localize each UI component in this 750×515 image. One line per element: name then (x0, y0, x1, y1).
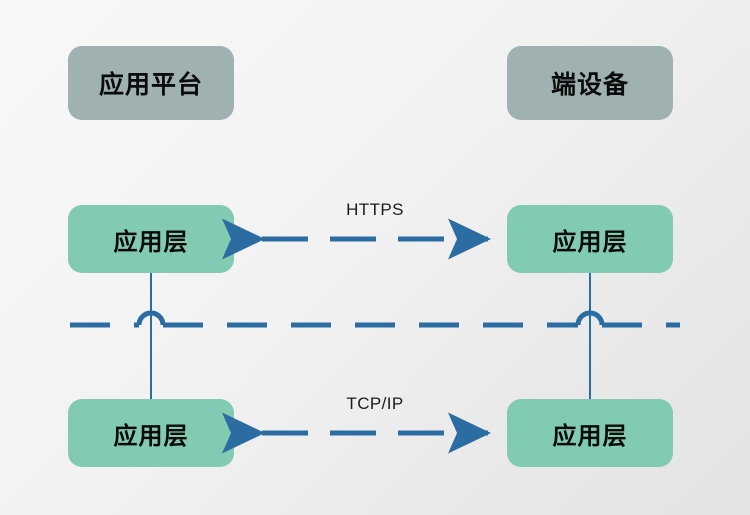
layer-box-app-top-left[interactable]: 应用层 (68, 205, 234, 273)
layer-box-app-bottom-left[interactable]: 应用层 (68, 399, 234, 467)
layer-box-app-top-right[interactable]: 应用层 (507, 205, 673, 273)
header-box-device[interactable]: 端设备 (507, 46, 673, 120)
layer-box-app-bottom-right-label: 应用层 (552, 422, 628, 450)
layer-box-app-bottom-right[interactable]: 应用层 (507, 399, 673, 467)
header-box-platform[interactable]: 应用平台 (68, 46, 234, 120)
layer-box-app-bottom-left-label: 应用层 (113, 422, 189, 450)
boundary-hop-left (136, 310, 166, 326)
boundary-hop-right (575, 310, 605, 326)
boundary-dashed-line (70, 310, 680, 328)
connection-label-tcpip: TCP/IP (346, 394, 404, 413)
connection-label-https: HTTPS (346, 200, 404, 219)
header-box-device-label: 端设备 (550, 71, 629, 99)
layer-box-app-top-right-label: 应用层 (552, 228, 628, 256)
layer-box-app-top-left-label: 应用层 (113, 228, 189, 256)
header-box-platform-label: 应用平台 (98, 71, 203, 99)
